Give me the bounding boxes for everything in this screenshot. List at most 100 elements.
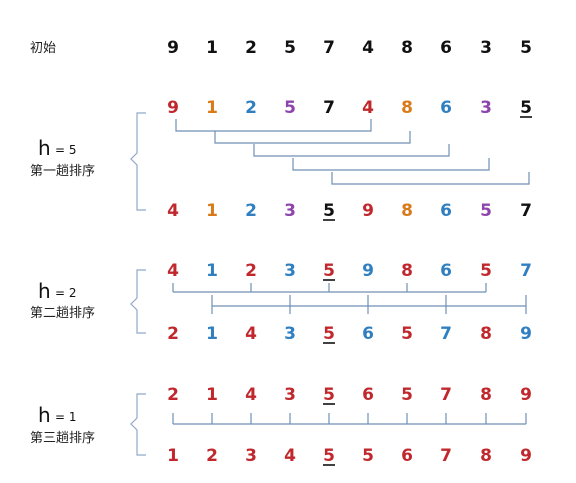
pass-1-bottom-value-7: 8 <box>401 201 413 221</box>
pass-2-h-value: = 2 <box>55 286 77 300</box>
pass-2-bottom-value-5: 5 <box>323 324 335 344</box>
pass-1-top-value-6: 4 <box>362 98 374 118</box>
pass-2-bottom-row: 2 1 4 3 5 6 5 7 8 9 <box>167 324 532 344</box>
gap5-connector-1 <box>175 119 372 132</box>
pass-3-top-value-9: 8 <box>480 385 492 405</box>
pass-2-top-value-3: 2 <box>245 261 257 281</box>
pass-2-bottom-value-8: 7 <box>440 324 452 344</box>
pass-1-bottom-value-10: 7 <box>520 201 532 221</box>
pass-3-bottom-value-10: 9 <box>520 446 532 466</box>
pass-1-bottom-value-9: 5 <box>480 201 492 221</box>
gap5-connector-4 <box>292 158 490 171</box>
pass-2-name: 第二趟排序 <box>30 306 95 321</box>
pass-3-bottom-value-6: 5 <box>362 446 374 466</box>
pass-2-h-letter: h <box>38 279 51 303</box>
pass-1-bottom-value-1: 4 <box>167 201 179 221</box>
pass-2-brace <box>130 269 146 334</box>
initial-row: 9 1 2 5 7 4 8 6 3 5 <box>167 38 532 58</box>
pass-2-bottom-value-1: 2 <box>167 324 179 344</box>
pass-3-bottom-value-1: 1 <box>167 446 179 466</box>
pass-2-top-row: 4 1 2 3 5 9 8 6 5 7 <box>167 261 532 281</box>
pass-3-top-value-4: 3 <box>284 385 296 405</box>
pass-3-top-value-7: 5 <box>401 385 413 405</box>
initial-value-6: 4 <box>362 38 374 58</box>
pass-1-bottom-value-5: 5 <box>323 201 335 221</box>
pass-1-top-value-2: 1 <box>206 98 218 118</box>
initial-value-7: 8 <box>401 38 413 58</box>
pass-3-name: 第三趟排序 <box>30 431 95 446</box>
initial-value-9: 3 <box>480 38 492 58</box>
pass-3-bottom-value-5: 5 <box>323 446 335 466</box>
gap5-connector-5 <box>331 172 530 185</box>
pass-2-bottom-value-3: 4 <box>245 324 257 344</box>
pass-1-connectors <box>175 119 530 185</box>
pass-3-top-value-8: 7 <box>440 385 452 405</box>
initial-value-3: 2 <box>245 38 257 58</box>
pass-2-bottom-value-6: 6 <box>362 324 374 344</box>
pass-3-top-value-6: 6 <box>362 385 374 405</box>
pass-3-bottom-value-7: 6 <box>401 446 413 466</box>
pass-3-h-letter: h <box>38 403 51 427</box>
pass-2-bottom-value-4: 3 <box>284 324 296 344</box>
gap5-connector-3 <box>253 144 450 157</box>
pass-2-top-value-2: 1 <box>206 261 218 281</box>
pass-1-top-value-1: 9 <box>167 98 179 118</box>
pass-2-top-value-8: 6 <box>440 261 452 281</box>
pass-1-h-letter: h <box>38 136 51 160</box>
pass-2-group: h = 2 第二趟排序 4 1 2 3 5 9 8 6 5 7 2 1 4 3 5 6 5 7 8 9 <box>30 261 532 344</box>
pass-2-top-value-6: 9 <box>362 261 374 281</box>
initial-value-4: 5 <box>284 38 296 58</box>
pass-1-bottom-value-3: 2 <box>245 201 257 221</box>
pass-1-top-value-8: 6 <box>440 98 452 118</box>
pass-3-bottom-value-8: 7 <box>440 446 452 466</box>
pass-3-bottom-row: 1 2 3 4 5 5 6 7 8 9 <box>167 446 532 466</box>
pass-3-top-value-3: 4 <box>245 385 257 405</box>
pass-3-connectors <box>172 413 527 425</box>
pass-1-group: h = 5 第一趟排序 9 1 2 5 7 4 8 6 3 5 4 1 2 3 5 9 8 6 5 7 <box>30 98 532 221</box>
initial-label: 初始 <box>30 41 56 56</box>
pass-1-h-value: = 5 <box>55 143 77 157</box>
pass-2-bottom-value-10: 9 <box>520 324 532 344</box>
pass-3-brace <box>130 393 146 456</box>
initial-value-10: 5 <box>520 38 532 58</box>
pass-1-top-value-9: 3 <box>480 98 492 118</box>
pass-1-top-value-3: 2 <box>245 98 257 118</box>
pass-1-brace <box>130 112 146 211</box>
pass-2-bottom-value-7: 5 <box>401 324 413 344</box>
pass-1-bottom-value-6: 9 <box>362 201 374 221</box>
pass-1-bottom-value-4: 3 <box>284 201 296 221</box>
pass-1-bottom-row: 4 1 2 3 5 9 8 6 5 7 <box>167 201 532 221</box>
initial-value-2: 1 <box>206 38 218 58</box>
pass-3-top-value-1: 2 <box>167 385 179 405</box>
pass-1-top-value-4: 5 <box>284 98 296 118</box>
pass-2-bottom-value-9: 8 <box>480 324 492 344</box>
pass-1-bottom-value-2: 1 <box>206 201 218 221</box>
pass-1-top-row: 9 1 2 5 7 4 8 6 3 5 <box>167 98 532 118</box>
gap5-connector-2 <box>214 131 411 144</box>
pass-1-top-value-10: 5 <box>520 98 532 118</box>
pass-2-top-value-10: 7 <box>520 261 532 281</box>
pass-2-connectors <box>172 283 527 314</box>
pass-3-top-value-5: 5 <box>323 385 335 405</box>
pass-3-bottom-value-3: 3 <box>245 446 257 466</box>
pass-1-top-value-7: 8 <box>401 98 413 118</box>
pass-3-bottom-value-9: 8 <box>480 446 492 466</box>
pass-1-top-value-5: 7 <box>323 98 335 118</box>
pass-3-bottom-value-2: 2 <box>206 446 218 466</box>
initial-value-5: 7 <box>323 38 335 58</box>
pass-2-top-value-9: 5 <box>480 261 492 281</box>
initial-value-8: 6 <box>440 38 452 58</box>
pass-1-name: 第一趟排序 <box>30 164 95 179</box>
initial-value-1: 9 <box>167 38 179 58</box>
pass-2-top-value-1: 4 <box>167 261 179 281</box>
pass-2-top-value-7: 8 <box>401 261 413 281</box>
pass-3-bottom-value-4: 4 <box>284 446 296 466</box>
pass-2-top-value-5: 5 <box>323 261 335 281</box>
pass-3-top-value-10: 9 <box>520 385 532 405</box>
pass-2-top-value-4: 3 <box>284 261 296 281</box>
pass-2-bottom-value-2: 1 <box>206 324 218 344</box>
pass-1-bottom-value-8: 6 <box>440 201 452 221</box>
